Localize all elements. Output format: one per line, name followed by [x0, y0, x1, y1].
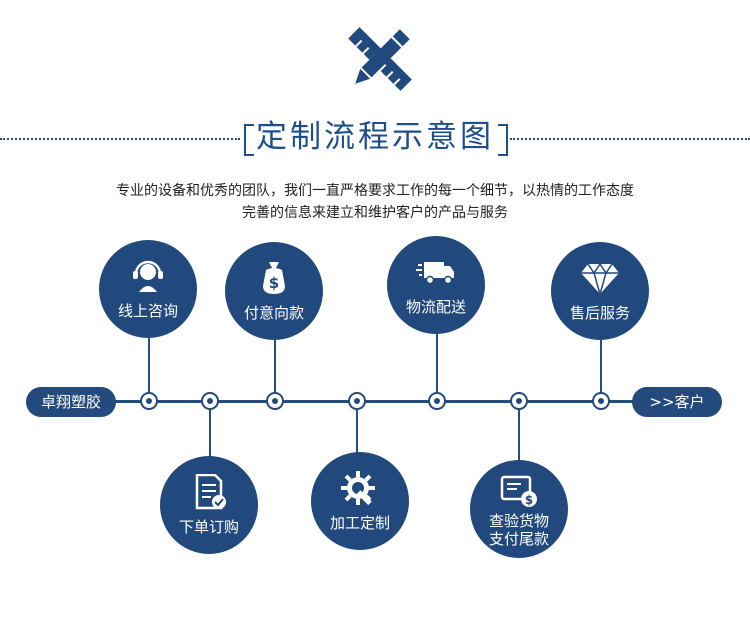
pencil-ruler-logo-icon — [348, 27, 412, 91]
step-ship-label: 物流配送 — [405, 298, 466, 316]
description-line-2: 完善的信息来建立和维护客户的产品与服务 — [242, 205, 508, 221]
svg-text:$: $ — [269, 274, 279, 292]
timeline-node — [140, 392, 158, 410]
timeline-start-pill: 卓翔塑胶 — [26, 387, 116, 417]
title-bracket-right — [498, 124, 508, 156]
diamond-icon — [581, 262, 619, 296]
step-produce: 加工定制 — [311, 452, 409, 550]
connector-service — [600, 338, 602, 392]
process-timeline — [62, 400, 676, 403]
step-consult-label: 线上咨询 — [117, 302, 178, 320]
timeline-node — [266, 392, 284, 410]
money-bag-icon: $ — [263, 262, 285, 294]
connector-produce — [356, 410, 358, 458]
title-divider-left — [0, 138, 240, 140]
payment-card-icon: $ — [500, 475, 537, 507]
description-line-1: 专业的设备和优秀的团队，我们一直严格要求工作的每一个细节，以热情的工作态度 — [116, 183, 634, 199]
timeline-node — [348, 392, 366, 410]
title-bracket-left — [244, 124, 254, 156]
timeline-node — [592, 392, 610, 410]
timeline-node — [201, 392, 219, 410]
timeline-node — [428, 392, 446, 410]
step-ship: 物流配送 — [387, 236, 485, 334]
step-service: 售后服务 — [551, 242, 649, 340]
step-service-label: 售后服务 — [569, 304, 630, 322]
title-divider-right — [510, 138, 750, 140]
timeline-end-pill: >>客户 — [632, 387, 722, 417]
connector-consult — [148, 338, 150, 392]
headset-icon — [133, 260, 163, 292]
connector-pay — [274, 340, 276, 392]
step-pay-label: 付意向款 — [243, 304, 304, 322]
connector-inspect — [518, 410, 520, 462]
page-title: 定制流程示意图 — [256, 119, 494, 155]
step-inspect-label-1: 查验货物 — [488, 512, 549, 530]
timeline-node — [510, 392, 528, 410]
gear-wrench-icon — [341, 471, 375, 506]
step-order: 下单订购 — [160, 456, 258, 554]
step-consult: 线上咨询 — [99, 240, 197, 338]
step-inspect-label-2: 支付尾款 — [488, 530, 549, 548]
step-pay: $ 付意向款 — [225, 242, 323, 340]
delivery-truck-icon — [416, 262, 454, 285]
step-produce-label: 加工定制 — [329, 514, 390, 532]
connector-ship — [436, 330, 438, 392]
step-order-label: 下单订购 — [178, 518, 239, 536]
svg-text:$: $ — [525, 493, 533, 507]
connector-order — [209, 410, 211, 462]
step-inspect: $ 查验货物 支付尾款 — [470, 460, 568, 558]
document-check-icon — [195, 474, 226, 510]
